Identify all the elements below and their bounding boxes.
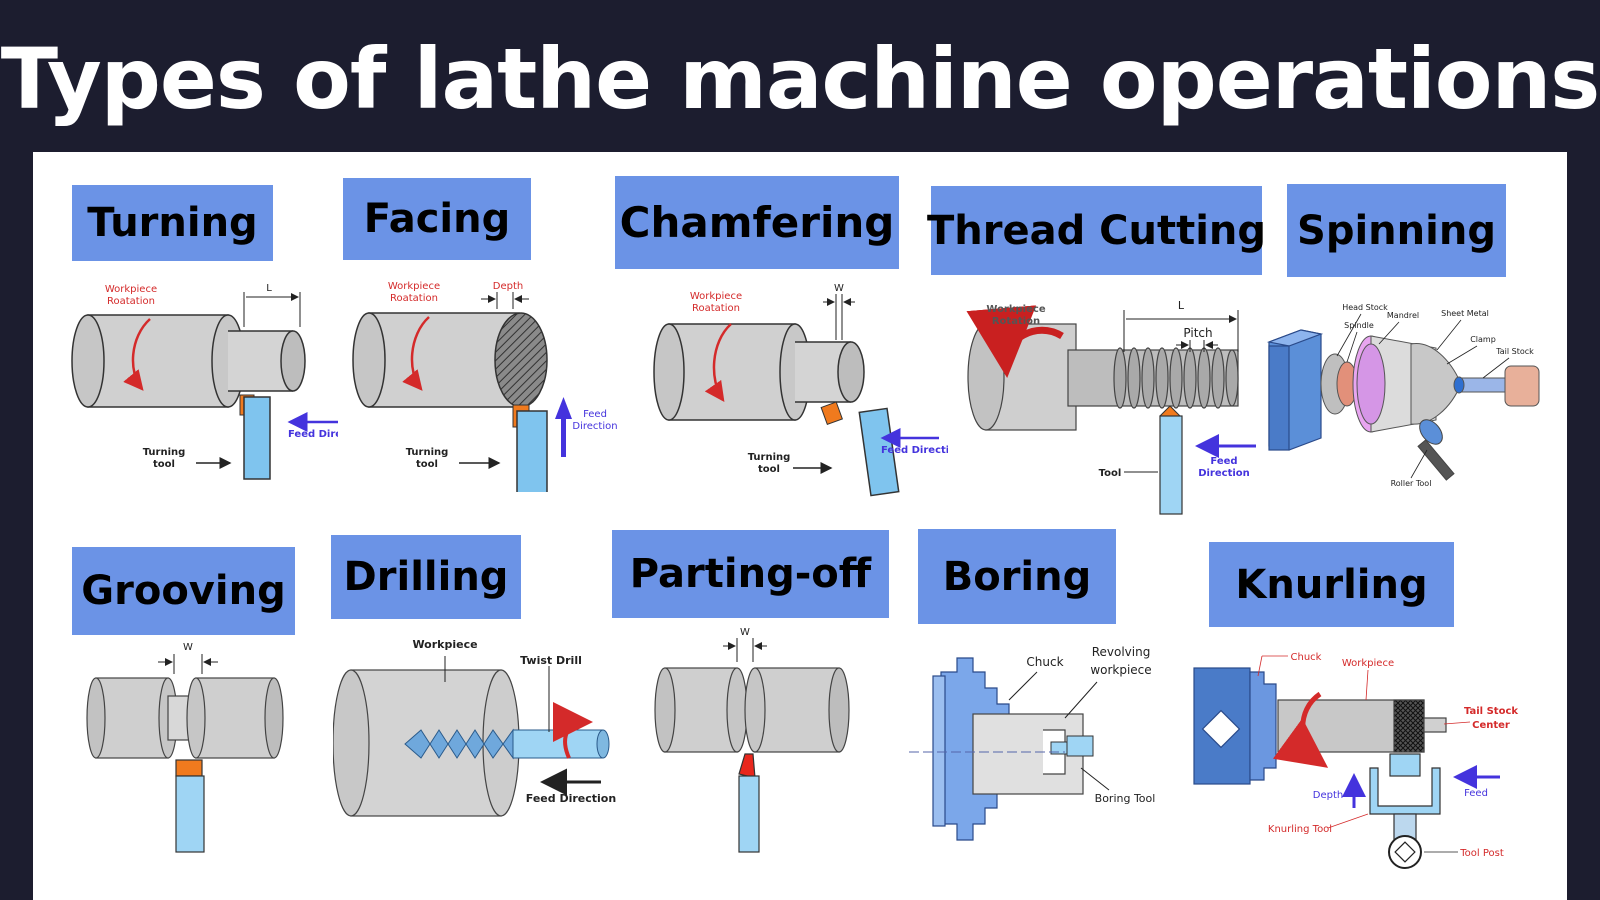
rotation-arrow-icon <box>123 318 151 391</box>
spinning-tail-stock <box>1453 365 1540 407</box>
chamfering-label: Chamfering <box>615 176 899 269</box>
feed-arrow-icon <box>561 417 566 457</box>
chamfering-workpiece <box>653 323 865 421</box>
knurling-workpiece-label: Workpiece <box>1342 658 1394 669</box>
thread-tool <box>1159 405 1183 515</box>
grooving-label: Grooving <box>72 547 295 635</box>
rotation-arrow-icon <box>552 702 593 759</box>
knurling-tool-label: Knurling Tool <box>1268 824 1332 835</box>
grooving-tool <box>175 759 205 853</box>
knurling-chuck-label: Chuck <box>1291 652 1322 663</box>
boring-tool <box>1050 735 1094 757</box>
spinning-clamp-label: Clamp <box>1470 335 1496 344</box>
drilling-diagram: Workpiece Twist Drill Feed Direction <box>332 630 643 830</box>
thread-length-label: L <box>1178 299 1185 312</box>
depth-dimension <box>481 292 529 309</box>
turning-feed-label: Feed Direction <box>288 429 338 440</box>
turning-workpiece <box>71 314 306 408</box>
spinning-mandrel-label: Mandrel <box>1387 311 1419 320</box>
page-title: Types of lathe machine operations <box>0 30 1600 128</box>
facing-tool <box>512 404 548 496</box>
spinning-tail-stock-label: Tail Stock <box>1495 347 1534 356</box>
spinning-spindle-label: Spindle <box>1344 321 1374 330</box>
length-dimension <box>1123 310 1239 352</box>
knurling-tool-post-label: Tool Post <box>1459 848 1504 859</box>
rotation-arrow-icon <box>402 316 430 391</box>
knurling-chuck <box>1193 667 1277 785</box>
facing-depth-label: Depth <box>493 281 523 292</box>
width-dimension <box>158 654 218 674</box>
chamfering-width-label: W <box>834 283 844 294</box>
parting-off-width-label: W <box>740 627 750 638</box>
spinning-head-stock-label: Head Stock <box>1342 303 1388 312</box>
drilling-workpiece-label: Workpiece <box>412 638 477 651</box>
thread-pitch-label: Pitch <box>1183 326 1212 340</box>
boring-chuck-label: Chuck <box>1026 655 1063 669</box>
grooving-workpiece <box>86 677 284 759</box>
parting-off-diagram: W <box>645 626 875 856</box>
spinning-head-stock <box>1266 329 1324 451</box>
boring-tool-label: Boring Tool <box>1095 792 1156 805</box>
parting-off-label: Parting-off <box>612 530 889 618</box>
spinning-label: Spinning <box>1287 184 1506 277</box>
spinning-diagram: Head Stock Spindle Mandrel Sheet Metal C… <box>1261 300 1551 500</box>
boring-label: Boring <box>918 529 1116 624</box>
knurling-label: Knurling <box>1209 542 1454 627</box>
width-dimension <box>823 294 855 340</box>
parting-off-tool <box>738 753 760 853</box>
width-dimension <box>723 638 767 662</box>
knurling-feed-label: Feed <box>1464 788 1488 799</box>
knurling-tool <box>1369 753 1441 869</box>
turning-tool <box>239 394 271 480</box>
knurling-depth-label: Depth <box>1313 790 1343 801</box>
rotation-arrow-icon <box>1272 691 1329 768</box>
grooving-width-label: W <box>183 642 193 653</box>
thread-cutting-label: Thread Cutting <box>927 186 1266 275</box>
spinning-roller-tool-label: Roller Tool <box>1391 479 1432 488</box>
facing-workpiece <box>352 312 548 408</box>
length-dimension <box>243 292 301 327</box>
grooving-diagram: W <box>78 640 298 860</box>
rotation-arrow-icon <box>704 323 732 403</box>
spinning-sheet-metal-label: Sheet Metal <box>1441 309 1489 318</box>
thread-tool-label: Tool <box>1099 468 1122 479</box>
spinning-spindle <box>1320 353 1358 415</box>
spinning-roller-tool <box>1417 419 1455 481</box>
rotation-arrow-icon <box>966 305 1064 378</box>
operations-panel: Turning <box>33 152 1567 900</box>
drilling-feed-label: Feed Direction <box>526 792 616 805</box>
parting-off-workpiece <box>654 667 850 753</box>
turning-length-label: L <box>266 283 272 294</box>
chamfering-tool <box>820 401 843 426</box>
chamfering-feed-label: Feed Direction <box>881 445 948 456</box>
drilling-twist-drill-label: Twist Drill <box>520 654 582 667</box>
drilling-label: Drilling <box>331 535 521 619</box>
facing-label: Facing <box>343 178 531 260</box>
turning-label: Turning <box>72 185 273 261</box>
spinning-sheet-metal <box>1410 343 1462 425</box>
